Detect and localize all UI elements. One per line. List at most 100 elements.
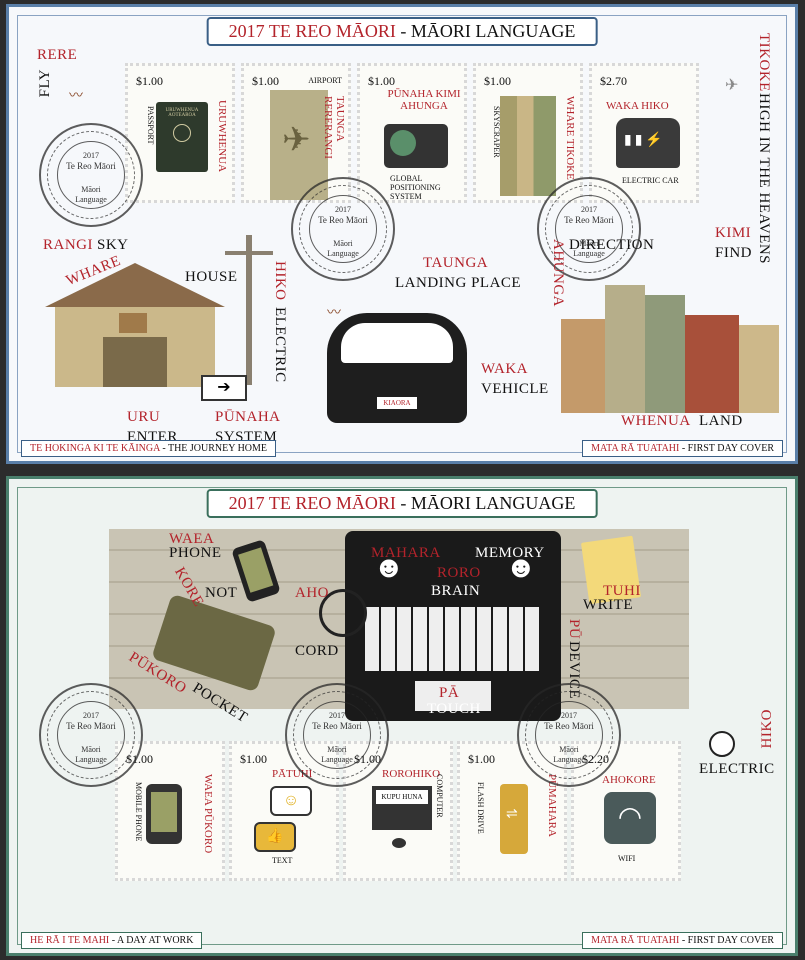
first-day-postmark: 2017 Te Reo Māori Māori Language [537,177,641,281]
head-silhouette-icon: ☻ [505,551,537,584]
phone-screen [238,547,274,593]
battery-icon: ▮▮⚡ [624,133,666,148]
title-red: TE REO MĀORI [268,21,396,41]
first-day-postmark: 2017 Te Reo Māori Māori Language [39,683,143,787]
label-sky: SKY [97,237,129,253]
electric-car-image: ▮▮⚡ [616,118,680,168]
passport-image: URUWHENUA AOTEAROA [156,102,208,172]
stamp-flash-drive: $1.00 ⇌ PŪMAHARA FLASH DRIVE [457,741,567,881]
stamp-value: $2.70 [600,74,627,88]
postmark-line: Te Reo Māori [66,161,116,171]
stamp-name: URUWHENUA [216,100,228,173]
postmark-line: Māori [579,239,599,248]
stamp-passport: $1.00 URUWHENUA AOTEAROA URUWHENUA PASSP… [125,63,235,203]
label-fly: FLY [37,69,53,98]
first-day-postmark: 2017 Te Reo Māori Māori Language [517,683,621,787]
password-field: KUPU HUNA [376,790,428,804]
postmark-year: 2017 [329,711,345,720]
label-electric: ELECTRIC [699,761,775,777]
stamp-value: $1.00 [136,74,163,88]
stamp-value: $1.00 [368,74,395,88]
power-pole-illustration [219,235,279,385]
postmark-line: Te Reo Māori [318,215,368,225]
label-cord: CORD [295,643,339,659]
house-roof [45,263,225,307]
stamp-value: $1.00 [484,74,511,88]
postmark-line: Language [553,755,585,764]
label-direction: DIRECTION [569,237,655,253]
phone-screen [151,792,177,832]
stamp-english: COMPUTER [435,774,444,818]
first-day-cover-sheet-1: 2017 TE REO MĀORI - MĀORI LANGUAGE 〰 〰 ✈… [6,4,798,464]
stamp-english: TEXT [272,856,293,865]
smiley-speech-bubble-icon: ☺ [270,786,312,816]
label-not: NOT [205,585,238,601]
arrow-sign-icon: ➔ [201,375,247,401]
mouse-icon [392,838,406,848]
postmark-line: Te Reo Māori [564,215,614,225]
postmark-year: 2017 [561,711,577,720]
postmark-line: Language [75,195,107,204]
building [685,315,739,413]
stamp-name: ROROHIKO [382,768,441,780]
title-black: - MĀORI LANGUAGE [400,493,576,513]
plane-icon: ✈ [725,77,739,94]
stamp-value: $1.00 [468,752,495,766]
city-illustration [557,265,779,413]
car-illustration: KIAORA [317,313,477,433]
stamp-english: MOBILE PHONE [134,782,143,842]
runway-image: ✈ [270,90,328,200]
postmark-year: 2017 [83,711,99,720]
first-day-postmark: 2017 Te Reo Māori Māori Language [285,683,389,787]
title-year: 2017 [228,21,265,41]
first-day-postmark: 2017 Te Reo Māori Māori Language [291,177,395,281]
label-uru: URU [127,409,161,425]
label-touch: TOUCH [427,701,481,717]
footer-right-black: - FIRST DAY COVER [681,443,774,454]
stamp-name: WAEA PŪKORO [202,774,214,854]
laptop-illustration: ☻ ☻ [345,531,561,721]
footer-right-red: MATA RĀ TUATAHI [591,935,680,946]
stamp-airport: $1.00 AIRPORT ✈ TAUNGA RERERANGI [241,63,351,203]
label-waea: WAEA [169,531,215,547]
airplane-icon: ✈ [282,122,311,159]
label-ahunga: AHUNGA [550,239,566,307]
label-vehicle: VEHICLE [481,381,549,397]
footer-right: MATA RĀ TUATAHI - FIRST DAY COVER [582,440,783,457]
label-rere: RERE [37,47,78,63]
footer-left: HE RĀ I TE MAHI - A DAY AT WORK [21,932,203,949]
pole-crossarm [225,251,273,255]
postmark-line: Te Reo Māori [312,721,362,731]
label-taunga: TAUNGA [423,255,489,271]
laptop-keyboard [365,607,541,671]
label-whenua: WHENUA [621,413,691,429]
stamp-name: PŪMAHARA [546,774,558,837]
label-roro: RORO [437,565,481,581]
label-brain: BRAIN [431,583,481,599]
title-year: 2017 [228,493,265,513]
house-wall [55,307,215,387]
title-black: - MĀORI LANGUAGE [400,21,576,41]
thumbs-up-speech-bubble-icon: 👍 [254,822,296,852]
label-find: FIND [715,245,753,261]
label-hiko: HIKO [759,709,775,749]
label-waka: WAKA [481,361,528,377]
bird-icon: 〰 [69,89,83,104]
postmark-line: Māori [81,185,101,194]
postmark-year: 2017 [83,151,99,160]
label-pa: PĀ [439,685,460,701]
gps-device-image [384,124,448,168]
cord-loop [319,589,367,637]
wifi-icon: ◠ [604,792,656,844]
head-silhouette-icon: ☻ [373,551,405,584]
car-body: KIAORA [327,313,467,423]
stamp-gps: $1.00 PŪNAHA KIMI AHUNGA GLOBAL POSITION… [357,63,467,203]
footer-left-red: HE RĀ I TE MAHI [30,935,110,946]
postmark-line: Māori [333,239,353,248]
label-kimi: KIMI [715,225,752,241]
stamp-name: WHARE TIKOKE [564,96,576,180]
stamp-name: AHOKORE [602,774,656,786]
postmark-line: Māori [327,745,347,754]
pole [246,235,252,385]
usb-icon: ⇌ [506,807,518,822]
